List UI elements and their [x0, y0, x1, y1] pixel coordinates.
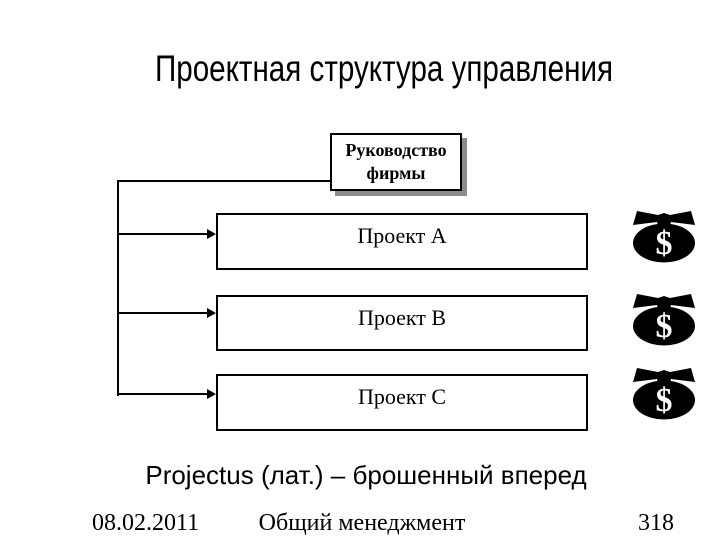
connector-line-project-c — [117, 393, 210, 395]
connector-vertical-trunk — [117, 180, 119, 396]
slide-title-text: Проектная структура управления — [154, 48, 614, 89]
dollar-sign: $ — [656, 382, 673, 419]
arrowhead-project-c-icon — [207, 389, 216, 399]
root-box-management: Руководство фирмы — [330, 133, 462, 191]
dollar-sign: $ — [656, 225, 673, 262]
project-box-c-label: Проект C — [357, 384, 447, 409]
footer-date: 08.02.2011 — [92, 510, 200, 536]
connector-line-project-a — [117, 233, 210, 235]
money-bag-icon: $ — [632, 293, 696, 346]
money-bag-icon: $ — [632, 210, 696, 263]
latin-definition-note: Projectus (лат.) – брошенный вперед — [145, 460, 587, 490]
arrowhead-project-b-icon — [207, 308, 216, 318]
project-box-b-label: Проект B — [357, 305, 447, 330]
project-box-a: Проект A — [216, 213, 588, 270]
project-box-a-label: Проект A — [357, 223, 447, 248]
dollar-sign: $ — [656, 308, 673, 345]
connector-line-project-b — [117, 312, 210, 314]
root-box-label: Руководство фирмы — [345, 140, 447, 183]
money-bag-icon: $ — [632, 367, 696, 420]
connector-root-horizontal — [117, 180, 331, 182]
arrowhead-project-a-icon — [207, 229, 216, 239]
footer-page-number: 318 — [638, 510, 674, 536]
project-box-c: Проект C — [216, 374, 588, 431]
project-box-b: Проект B — [216, 295, 588, 351]
slide-title: Проектная структура управления — [98, 47, 671, 91]
footer-course-title: Общий менеджмент — [258, 510, 466, 536]
